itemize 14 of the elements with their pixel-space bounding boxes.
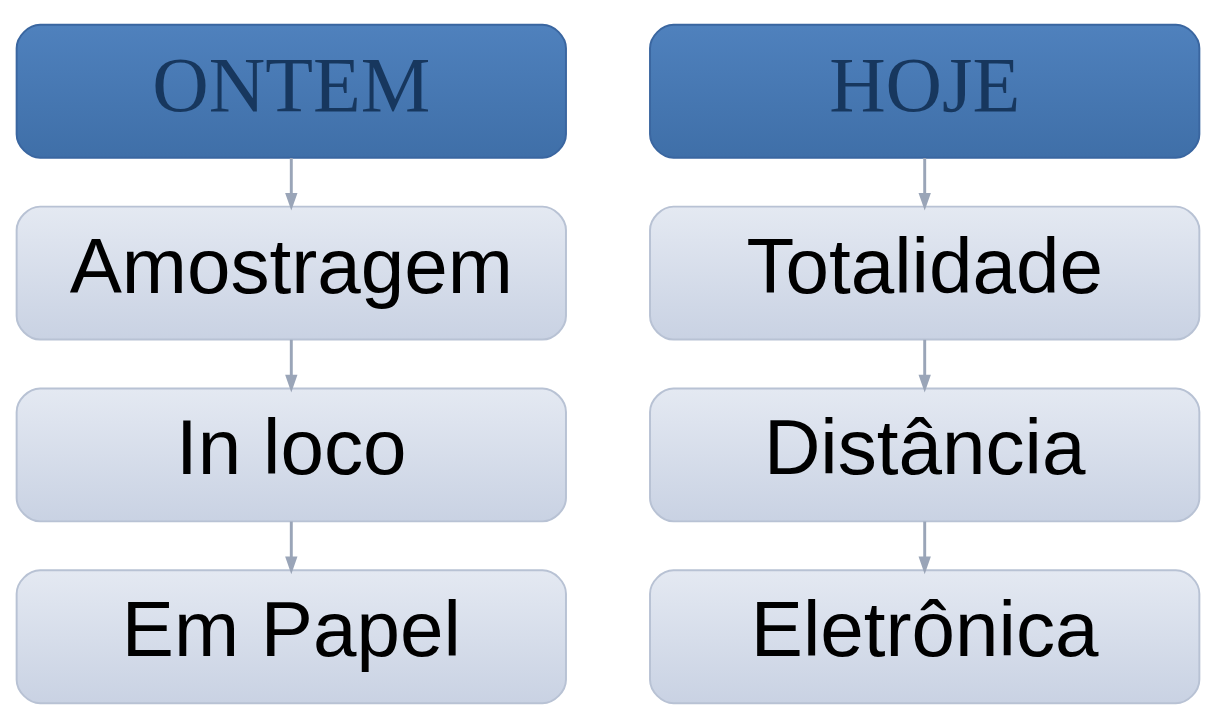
node-box: Eletrônica: [649, 568, 1201, 704]
node-box: In loco: [15, 386, 567, 522]
arrow: [285, 521, 298, 574]
node-box: Em Papel: [15, 568, 567, 704]
node-box: Totalidade: [649, 205, 1201, 341]
arrow: [918, 339, 931, 392]
arrow: [918, 157, 931, 211]
node-box: HOJE: [649, 23, 1201, 159]
node-box: ONTEM: [15, 23, 567, 159]
arrow: [285, 157, 298, 211]
node-box: Amostragem: [15, 205, 567, 341]
node-box: Distância: [649, 386, 1201, 522]
arrow: [285, 339, 298, 392]
arrow: [918, 521, 931, 574]
